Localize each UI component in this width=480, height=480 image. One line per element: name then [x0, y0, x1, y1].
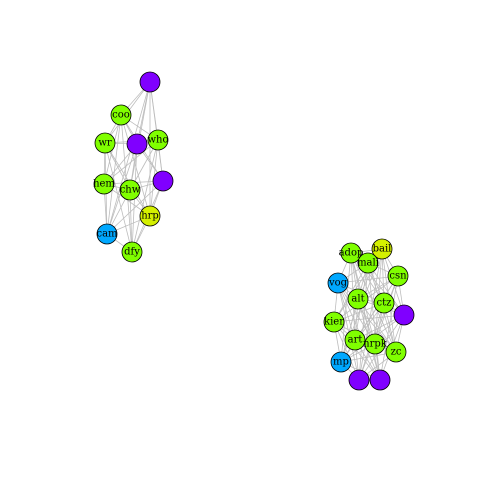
graph-node-b8: [393, 304, 415, 326]
graph-node-zc: zc: [385, 341, 407, 363]
edge-a8-a10: [106, 180, 164, 235]
node-label: mali: [357, 258, 379, 269]
graph-node-csn: csn: [387, 265, 409, 287]
node-circle: [152, 170, 174, 192]
edge-b3-b8: [367, 262, 405, 316]
node-circle: [364, 333, 386, 355]
edge-b1-b13: [340, 252, 352, 363]
node-circle: [369, 369, 391, 391]
node-circle: [373, 292, 395, 314]
graph-node-dfy: dfy: [121, 241, 143, 263]
graph-node-a4: [126, 133, 148, 155]
node-circle: [139, 205, 161, 227]
node-circle: [393, 304, 415, 326]
node-circle: [348, 369, 370, 391]
node-circle: [110, 104, 132, 126]
node-label: wr: [98, 138, 112, 149]
graph-node-coo: coo: [110, 104, 132, 126]
graph-node-vog: vog: [327, 272, 349, 294]
node-label: bail: [373, 244, 392, 255]
node-circle: [340, 242, 362, 264]
edge-b7-b13: [340, 302, 385, 363]
graph-node-who: who: [147, 129, 169, 151]
edge-b3-b14: [358, 262, 369, 381]
node-circle: [119, 179, 141, 201]
graph-node-hem: hem: [93, 173, 115, 195]
node-circle: [385, 341, 407, 363]
node-label: csn: [389, 271, 407, 282]
node-circle: [357, 252, 379, 274]
node-label: nrpk: [363, 339, 388, 350]
node-label: adop: [339, 248, 364, 259]
graph-node-mali: mali: [357, 252, 379, 274]
graph-node-a1: [139, 71, 161, 93]
graph-node-alt: alt: [347, 288, 369, 310]
graph-node-adop: adop: [339, 242, 364, 264]
node-label: art: [348, 335, 363, 346]
node-label: mp: [333, 357, 349, 368]
node-label: vog: [328, 278, 348, 289]
node-label: who: [147, 135, 168, 146]
edge-a3-a11: [104, 142, 133, 253]
node-label: chw: [120, 185, 141, 196]
edge-a5-a11: [131, 139, 159, 253]
edge-a2-a9: [120, 114, 151, 217]
edge-b8-b9: [333, 314, 405, 323]
graph-node-nrpk: nrpk: [363, 333, 388, 355]
graph-node-b15: [369, 369, 391, 391]
node-circle: [371, 238, 393, 260]
graph-node-cam: cam: [96, 223, 118, 245]
graph-node-bail: bail: [371, 238, 393, 260]
node-circle: [126, 133, 148, 155]
graph-node-wr: wr: [94, 132, 116, 154]
node-circle: [387, 265, 409, 287]
graph-node-a8: [152, 170, 174, 192]
node-label: zc: [391, 347, 402, 358]
node-label: cam: [96, 229, 118, 240]
node-label: kier: [324, 317, 344, 328]
node-circle: [330, 351, 352, 373]
node-label: ctz: [377, 298, 392, 309]
node-label: alt: [351, 294, 364, 305]
graph-node-kier: kier: [323, 311, 345, 333]
edge-b4-b15: [379, 275, 399, 381]
graph-node-art: art: [344, 329, 366, 351]
graph-node-ctz: ctz: [373, 292, 395, 314]
node-circle: [147, 129, 169, 151]
edge-b5-b14: [337, 282, 360, 381]
node-label: hem: [93, 179, 115, 190]
node-circle: [344, 329, 366, 351]
edge-b9-b14: [333, 321, 360, 381]
edge-a2-a10: [106, 114, 122, 235]
graph-node-b14: [348, 369, 370, 391]
node-circle: [121, 241, 143, 263]
edge-b1-b15: [350, 252, 381, 381]
node-label: coo: [112, 110, 130, 121]
node-label: hrp: [141, 211, 159, 222]
node-circle: [96, 223, 118, 245]
node-circle: [93, 173, 115, 195]
node-circle: [347, 288, 369, 310]
graph-node-hrp: hrp: [139, 205, 161, 227]
edge-a1-a10: [106, 81, 151, 235]
node-circle: [94, 132, 116, 154]
graph-node-mp: mp: [330, 351, 352, 373]
node-label: dfy: [124, 247, 140, 258]
node-circle: [139, 71, 161, 93]
node-circle: [323, 311, 345, 333]
node-circle: [327, 272, 349, 294]
edge-a5-a6: [103, 139, 159, 185]
graph-node-chw: chw: [119, 179, 141, 201]
edge-a3-a9: [104, 142, 151, 217]
